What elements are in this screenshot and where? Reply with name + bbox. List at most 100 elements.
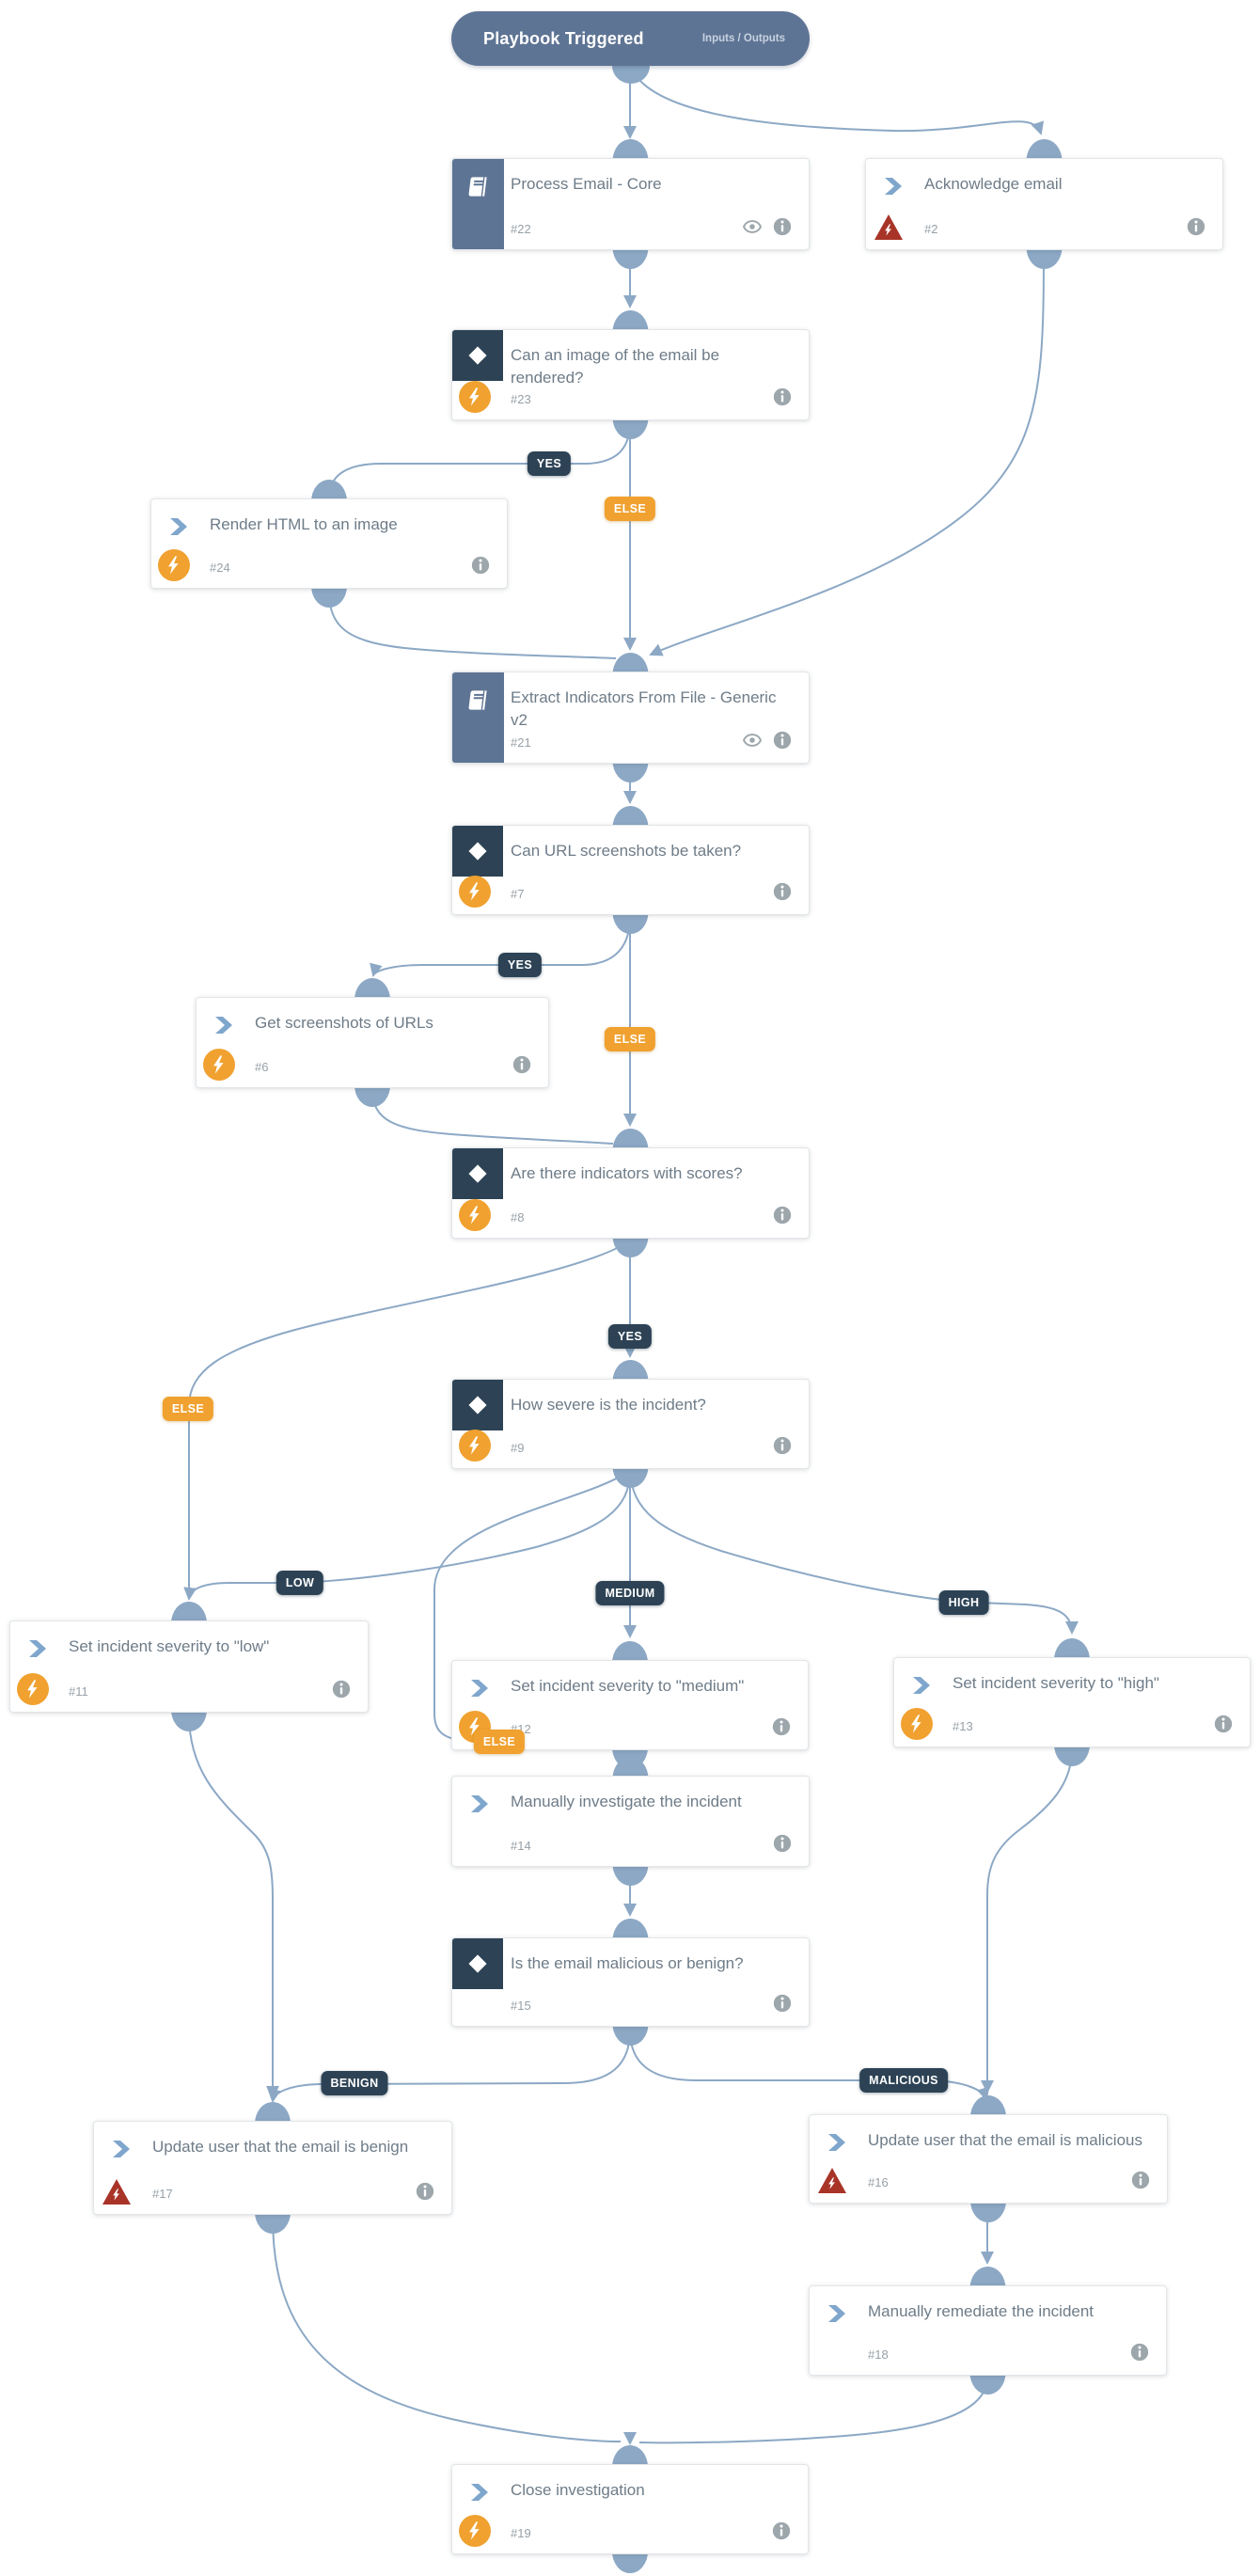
preview-eye-icon[interactable] (742, 730, 763, 751)
task-number: #8 (511, 1210, 525, 1225)
task-info-icon[interactable] (1213, 1714, 1234, 1734)
task-info-icon[interactable] (1130, 2170, 1151, 2190)
task-title: Set incident severity to "low" (69, 1637, 270, 1655)
task-title: Manually remediate the incident (868, 2302, 1095, 2320)
condition-square (452, 1148, 503, 1199)
automation-bolt-icon (459, 381, 491, 413)
branch-label-low-6: LOW (276, 1571, 324, 1595)
branch-label-high-8: HIGH (938, 1590, 989, 1615)
task-number: #21 (511, 735, 531, 750)
task-number: #13 (953, 1719, 973, 1733)
task-title: Is the email malicious or benign? (511, 1954, 744, 1972)
task-node-2[interactable]: Acknowledge email#2 (865, 158, 1223, 250)
task-title: Set incident severity to "high" (953, 1674, 1159, 1692)
branch-label-else-1: ELSE (604, 497, 656, 521)
task-node-15[interactable]: Is the email malicious or benign? #15 (451, 1937, 810, 2027)
preview-eye-icon[interactable] (742, 216, 763, 237)
playbook-trigger-node[interactable]: Playbook Triggered Inputs / Outputs (451, 11, 810, 66)
task-number: #17 (152, 2187, 173, 2201)
task-number: #14 (511, 1839, 531, 1853)
task-info-icon[interactable] (772, 1205, 793, 1225)
branch-label-yes-2: YES (497, 953, 543, 977)
task-number: #19 (511, 2526, 531, 2540)
error-triangle-icon (818, 2168, 846, 2193)
task-title: Are there indicators with scores? (511, 1164, 743, 1182)
playbook-trigger-title: Playbook Triggered (483, 28, 644, 48)
task-title: How severe is the incident? (511, 1396, 706, 1414)
task-info-icon[interactable] (470, 555, 491, 576)
task-node-19[interactable]: Close investigation#19 (451, 2464, 809, 2554)
automation-bolt-icon (203, 1049, 235, 1081)
branch-label-malicious-11: MALICIOUS (859, 2068, 948, 2093)
subplaybook-bar (452, 672, 504, 763)
task-node-24[interactable]: Render HTML to an image #24 (150, 498, 508, 589)
task-node-6[interactable]: Get screenshots of URLs #6 (196, 997, 549, 1088)
task-title: Can URL screenshots be taken? (511, 842, 742, 860)
branch-label-benign-10: BENIGN (321, 2071, 388, 2095)
task-node-13[interactable]: Set incident severity to "high" #13 (893, 1657, 1251, 1747)
task-node-17[interactable]: Update user that the email is benign#17 (93, 2121, 452, 2215)
task-number: #18 (868, 2347, 889, 2362)
automation-bolt-icon (459, 1199, 491, 1231)
task-info-icon[interactable] (771, 2521, 792, 2541)
task-title: Can an image of the email be rendered? (511, 346, 720, 387)
chevron-icon (109, 2138, 132, 2160)
task-number: #15 (511, 1999, 531, 2013)
chevron-icon (212, 1014, 234, 1036)
task-info-icon[interactable] (512, 1054, 532, 1075)
task-node-7[interactable]: Can URL screenshots be taken?#7 (451, 825, 810, 915)
branch-label-else-5: ELSE (162, 1397, 214, 1421)
error-triangle-icon (874, 214, 903, 240)
automation-bolt-icon (17, 1673, 49, 1705)
task-title: Update user that the email is malicious (868, 2131, 1142, 2149)
task-number: #9 (511, 1441, 525, 1455)
task-node-22[interactable]: Process Email - Core#22 (451, 158, 810, 250)
automation-bolt-icon (158, 549, 190, 581)
task-info-icon[interactable] (771, 1716, 792, 1737)
task-info-icon[interactable] (331, 1679, 352, 1699)
error-triangle-icon (102, 2179, 131, 2205)
task-node-21[interactable]: Extract Indicators From File - Generic v… (451, 672, 810, 764)
task-number: #11 (69, 1684, 88, 1699)
task-number: #6 (255, 1060, 269, 1074)
branch-label-yes-4: YES (607, 1324, 653, 1349)
task-node-12[interactable]: Set incident severity to "medium"#12 (451, 1660, 809, 1750)
chevron-icon (881, 175, 904, 198)
task-info-icon[interactable] (772, 881, 793, 902)
task-node-14[interactable]: Manually investigate the incident#14 (451, 1776, 810, 1867)
task-info-icon[interactable] (772, 730, 793, 751)
task-node-8[interactable]: Are there indicators with scores? #8 (451, 1147, 810, 1239)
branch-label-else-3: ELSE (604, 1027, 656, 1051)
task-title: Get screenshots of URLs (255, 1014, 433, 1032)
condition-square (452, 330, 503, 381)
inputs-outputs-link[interactable]: Inputs / Outputs (701, 33, 785, 44)
task-info-icon[interactable] (1186, 216, 1206, 237)
task-node-11[interactable]: Set incident severity to "low" #11 (9, 1620, 369, 1713)
task-number: #2 (924, 222, 938, 236)
task-number: #23 (511, 392, 531, 406)
task-number: #16 (868, 2175, 889, 2189)
task-info-icon[interactable] (772, 1833, 793, 1854)
task-info-icon[interactable] (415, 2181, 435, 2202)
automation-bolt-icon (901, 1708, 933, 1740)
task-node-16[interactable]: Update user that the email is malicious #… (809, 2114, 1168, 2204)
task-info-icon[interactable] (772, 387, 793, 407)
branch-label-yes-0: YES (527, 451, 572, 476)
condition-square (452, 1380, 503, 1430)
chevron-icon (825, 2131, 847, 2154)
task-node-18[interactable]: Manually remediate the incident #18 (809, 2285, 1167, 2376)
task-title: Render HTML to an image (210, 515, 398, 533)
task-number: #24 (210, 561, 230, 575)
task-info-icon[interactable] (772, 1435, 793, 1456)
task-info-icon[interactable] (772, 1993, 793, 2014)
chevron-icon (25, 1637, 48, 1660)
task-node-23[interactable]: Can an image of the email be rendered? #2… (451, 329, 810, 420)
automation-bolt-icon (459, 1430, 491, 1462)
task-info-icon[interactable] (772, 216, 793, 237)
chevron-icon (467, 1793, 490, 1815)
task-node-9[interactable]: How severe is the incident? #9 (451, 1379, 810, 1469)
chevron-icon (909, 1674, 932, 1697)
task-number: #22 (511, 222, 531, 236)
task-info-icon[interactable] (1129, 2342, 1150, 2363)
